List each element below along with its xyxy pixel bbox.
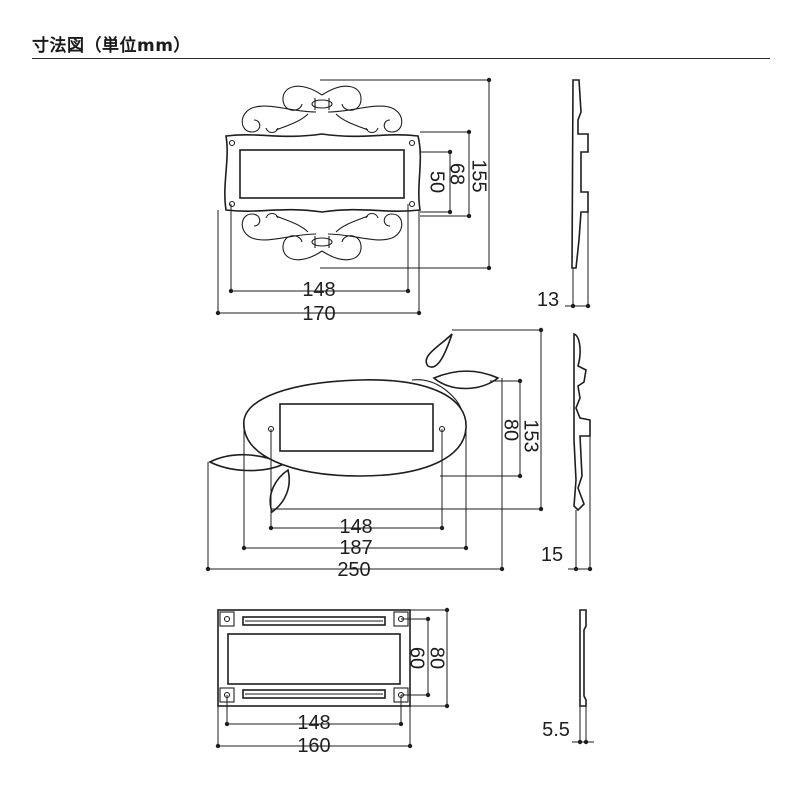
dim-inner-width: 148 xyxy=(302,279,335,301)
simple-dimensions xyxy=(215,607,450,749)
screw-hole xyxy=(408,200,416,208)
screw-hole xyxy=(408,139,416,147)
ornamental-side-view xyxy=(565,79,591,309)
ornamental-name-window xyxy=(239,149,405,199)
dim-depth: 15 xyxy=(541,544,563,566)
dim-depth: 13 xyxy=(537,289,559,311)
dim-total-height: 155 xyxy=(468,159,490,192)
ornamental-plate xyxy=(224,85,422,261)
dim-total-height: 153 xyxy=(520,419,542,452)
dim-total-width: 170 xyxy=(302,303,335,325)
screw-hole xyxy=(228,139,236,147)
upper-leaf xyxy=(425,333,453,368)
dim-oval-width: 187 xyxy=(339,537,372,559)
dim-inner-width: 148 xyxy=(339,516,372,538)
top-scroll-ornament xyxy=(241,85,403,134)
leaf-side-view xyxy=(568,332,593,572)
title-rule xyxy=(32,58,770,59)
dim-inner-height: 60 xyxy=(406,647,428,669)
leaf-plate xyxy=(208,333,500,514)
dim-total-width: 160 xyxy=(297,735,330,757)
page-title: 寸法図（単位mm） xyxy=(32,36,191,56)
simple-name-window xyxy=(227,633,401,685)
dim-inner-height: 50 xyxy=(426,171,448,193)
dim-total-width: 250 xyxy=(337,559,370,581)
dim-depth: 5.5 xyxy=(542,719,570,741)
leaf-name-window xyxy=(279,403,434,452)
upper-right-leaf xyxy=(432,370,500,390)
lower-leaf xyxy=(269,468,290,514)
leaf-dimensions xyxy=(205,327,544,572)
dim-frame-height: 68 xyxy=(446,163,468,185)
ornamental-dimensions xyxy=(215,77,492,316)
screw-hole xyxy=(223,615,231,623)
simple-side-view xyxy=(572,609,594,745)
screw-hole xyxy=(228,200,236,208)
dim-inner-height: 80 xyxy=(500,419,522,441)
dim-inner-width: 148 xyxy=(297,712,330,734)
dim-total-height: 80 xyxy=(426,647,448,669)
simple-plate xyxy=(217,609,411,707)
bottom-scroll-ornament xyxy=(241,212,403,261)
